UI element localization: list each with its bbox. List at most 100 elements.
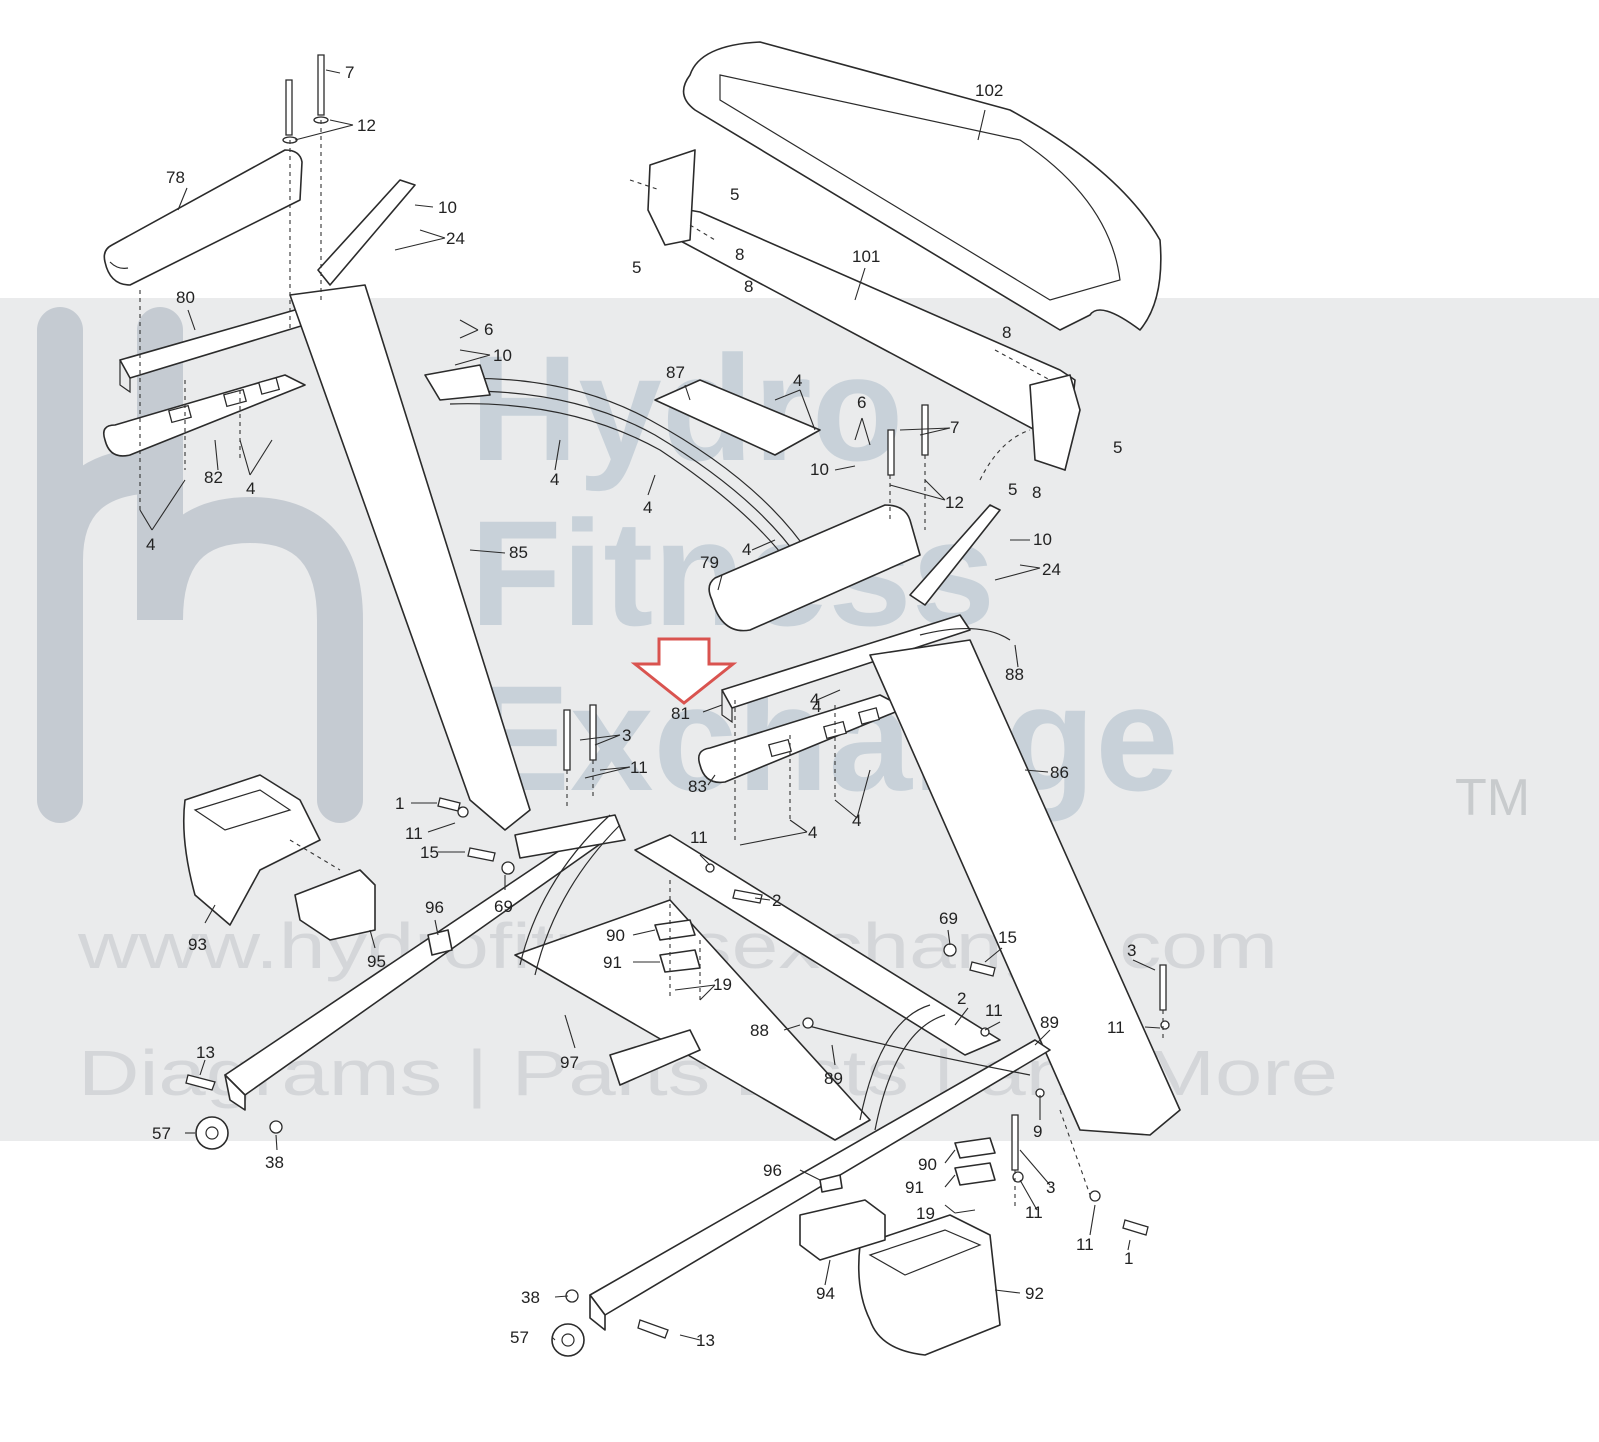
callout-4: 4 xyxy=(550,470,559,489)
callout-89: 89 xyxy=(1040,1013,1059,1032)
callout-11: 11 xyxy=(690,828,708,847)
callout-5: 5 xyxy=(1113,438,1122,457)
part-91-plate-right xyxy=(954,1162,996,1186)
part-94-shroud-right xyxy=(799,1199,886,1261)
callout-11: 11 xyxy=(630,758,648,777)
callout-4: 4 xyxy=(246,479,255,498)
right-handrail-bracket xyxy=(909,504,1001,606)
callout-91: 91 xyxy=(603,953,622,972)
callout-labels: 102 101 5 5 8 8 8 5 5 8 7 12 78 10 24 80… xyxy=(146,63,1136,1350)
callout-80: 80 xyxy=(176,288,195,307)
callout-86: 86 xyxy=(1050,763,1069,782)
callout-13: 13 xyxy=(196,1043,215,1062)
callout-15: 15 xyxy=(998,928,1017,947)
callout-81: 81 xyxy=(671,704,690,723)
callout-88: 88 xyxy=(750,1021,769,1040)
callout-78: 78 xyxy=(166,168,185,187)
callout-102: 102 xyxy=(975,81,1003,100)
callout-38: 38 xyxy=(521,1288,540,1307)
callout-7: 7 xyxy=(950,418,959,437)
callout-1: 1 xyxy=(395,794,404,813)
callout-79: 79 xyxy=(700,553,719,572)
part-93-cup-holder-left xyxy=(182,774,321,926)
callout-4: 4 xyxy=(146,535,155,554)
callout-38: 38 xyxy=(265,1153,284,1172)
part-57-wheel-left xyxy=(195,1116,229,1150)
callout-4: 4 xyxy=(793,371,802,390)
callout-101: 101 xyxy=(852,247,880,266)
callout-8: 8 xyxy=(744,277,753,296)
callout-4: 4 xyxy=(643,498,652,517)
leader-lines xyxy=(139,69,1161,1341)
callout-8: 8 xyxy=(1002,323,1011,342)
callout-5: 5 xyxy=(632,258,641,277)
callout-2: 2 xyxy=(772,891,781,910)
callout-3: 3 xyxy=(1046,1178,1055,1197)
part-79-upright-cover-right xyxy=(708,504,921,632)
callout-10: 10 xyxy=(810,460,829,479)
callout-94: 94 xyxy=(816,1284,835,1303)
callout-13: 13 xyxy=(696,1331,715,1350)
callout-10: 10 xyxy=(493,346,512,365)
right-console-bracket xyxy=(1029,374,1081,471)
part-96-label-right xyxy=(819,1174,843,1193)
callout-15: 15 xyxy=(420,843,439,862)
part-92-cup-holder-right xyxy=(857,1214,1001,1356)
assembly-lines xyxy=(139,120,1164,1210)
callout-5: 5 xyxy=(1008,480,1017,499)
callout-4: 4 xyxy=(808,823,817,842)
callout-19: 19 xyxy=(916,1204,935,1223)
callout-11: 11 xyxy=(405,824,423,843)
part-81-upper-channel-right xyxy=(721,614,971,709)
part-96-label-left xyxy=(427,929,453,956)
callout-57: 57 xyxy=(152,1124,171,1143)
callout-6: 6 xyxy=(857,393,866,412)
part-90-plate-right xyxy=(954,1137,996,1159)
callout-97: 97 xyxy=(560,1053,579,1072)
part-90-plate-left xyxy=(654,919,696,941)
callout-3: 3 xyxy=(622,726,631,745)
callout-5: 5 xyxy=(730,185,739,204)
callout-3: 3 xyxy=(1127,941,1136,960)
callout-92: 92 xyxy=(1025,1284,1044,1303)
callout-4: 4 xyxy=(810,690,819,709)
callout-10: 10 xyxy=(1033,530,1052,549)
hydro-logo-mark xyxy=(37,307,363,823)
callout-4: 4 xyxy=(852,811,861,830)
fasteners xyxy=(185,54,1170,1339)
part-shapes xyxy=(102,41,1181,1357)
callout-90: 90 xyxy=(918,1155,937,1174)
part-95-shroud-left xyxy=(294,869,376,941)
part-82-lower-base-left xyxy=(102,374,306,457)
watermark-trademark: TM xyxy=(1455,769,1530,827)
callout-88: 88 xyxy=(1005,665,1024,684)
callout-6: 6 xyxy=(484,320,493,339)
part-57-wheel-right xyxy=(551,1323,585,1357)
left-handrail-bracket xyxy=(317,179,416,286)
callout-2: 2 xyxy=(957,989,966,1008)
callout-11: 11 xyxy=(1076,1235,1094,1254)
callout-12: 12 xyxy=(945,493,964,512)
callout-95: 95 xyxy=(367,952,386,971)
part-78-upright-cover-left xyxy=(103,149,303,286)
callout-4: 4 xyxy=(812,697,821,716)
callout-85: 85 xyxy=(509,543,528,562)
callout-57: 57 xyxy=(510,1328,529,1347)
harness-connector xyxy=(424,364,491,401)
callout-96: 96 xyxy=(763,1161,782,1180)
callout-69: 69 xyxy=(939,909,958,928)
callout-90: 90 xyxy=(606,926,625,945)
callout-4: 4 xyxy=(742,540,751,559)
left-console-bracket xyxy=(647,149,696,246)
callout-9: 9 xyxy=(1033,1122,1042,1141)
callout-69: 69 xyxy=(494,897,513,916)
watermark-logo xyxy=(37,307,363,823)
callout-83: 83 xyxy=(688,777,707,796)
callout-7: 7 xyxy=(345,63,354,82)
callout-10: 10 xyxy=(438,198,457,217)
part-88-cable-lower xyxy=(804,1024,1031,1076)
callout-24: 24 xyxy=(446,229,465,248)
part-85-left-upright xyxy=(289,284,531,831)
